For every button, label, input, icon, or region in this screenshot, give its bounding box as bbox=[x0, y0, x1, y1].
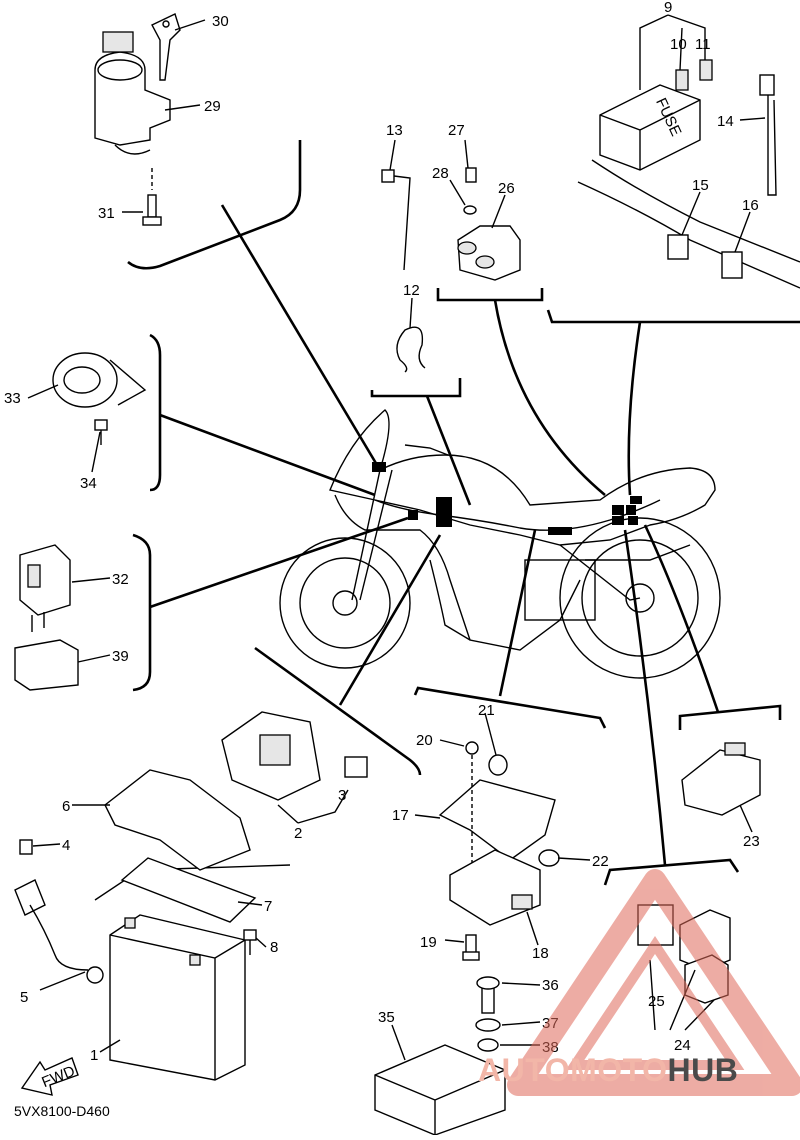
callout-36: 36 bbox=[542, 977, 559, 994]
callout-35: 35 bbox=[378, 1009, 395, 1026]
relay-mount-part bbox=[457, 167, 521, 281]
bolt-part-8 bbox=[243, 929, 257, 955]
callout-21: 21 bbox=[478, 702, 495, 719]
fwd-label: FWD bbox=[39, 1063, 77, 1092]
callout-14: 14 bbox=[717, 113, 734, 130]
relay-part-32 bbox=[19, 544, 71, 632]
callout-4: 4 bbox=[62, 837, 70, 854]
group-brackets bbox=[94, 140, 800, 901]
clip-part bbox=[396, 326, 426, 373]
callout-1: 1 bbox=[90, 1047, 98, 1064]
bolt-part-19 bbox=[462, 934, 480, 961]
callout-28: 28 bbox=[432, 165, 449, 182]
callout-16: 16 bbox=[742, 197, 759, 214]
callout-8: 8 bbox=[270, 939, 278, 956]
main-switch-part bbox=[94, 31, 171, 155]
battery-part bbox=[109, 914, 246, 1081]
ecu-part-18 bbox=[449, 849, 541, 926]
cdi-unit-part-35 bbox=[374, 1044, 506, 1136]
watermark-part1: AUTO bbox=[478, 1052, 571, 1088]
battery-lead-part bbox=[14, 839, 104, 984]
callout-5: 5 bbox=[20, 989, 28, 1006]
cover-part-39 bbox=[14, 639, 79, 691]
callout-26: 26 bbox=[498, 180, 515, 197]
callout-24: 24 bbox=[674, 1037, 691, 1054]
callout-39: 39 bbox=[112, 648, 129, 665]
callout-3: 3 bbox=[338, 787, 346, 804]
callout-2: 2 bbox=[294, 825, 302, 842]
callout-22: 22 bbox=[592, 853, 609, 870]
relay-unit-part bbox=[221, 711, 368, 801]
callout-27: 27 bbox=[448, 122, 465, 139]
callout-30: 30 bbox=[212, 13, 229, 30]
callout-12: 12 bbox=[403, 282, 420, 299]
callout-25: 25 bbox=[648, 993, 665, 1010]
callout-9: 9 bbox=[664, 0, 672, 16]
callout-19: 19 bbox=[420, 934, 437, 951]
watermark-part3: HUB bbox=[667, 1052, 739, 1088]
callout-33: 33 bbox=[4, 390, 21, 407]
callout-29: 29 bbox=[204, 98, 221, 115]
callout-17: 17 bbox=[392, 807, 409, 824]
fwd-arrow-icon: FWD bbox=[20, 1057, 79, 1096]
callout-34: 34 bbox=[80, 475, 97, 492]
motorcycle-outline bbox=[279, 409, 721, 679]
fuse-parts bbox=[675, 59, 713, 91]
callout-13: 13 bbox=[386, 122, 403, 139]
relay-part-23 bbox=[681, 742, 761, 816]
key-part bbox=[151, 13, 181, 81]
horn-part bbox=[52, 352, 147, 408]
watermark-text: AUTOMOTOHUB bbox=[478, 1052, 738, 1089]
band-part-14 bbox=[759, 74, 777, 196]
watermark-part2: MOTO bbox=[570, 1052, 668, 1088]
callout-11: 11 bbox=[695, 36, 711, 53]
callout-31: 31 bbox=[98, 205, 115, 222]
pad-part-7 bbox=[120, 857, 257, 923]
callout-leaders bbox=[27, 14, 766, 1061]
callout-32: 32 bbox=[112, 571, 129, 588]
fastener-parts-36-38 bbox=[475, 976, 501, 1052]
callout-18: 18 bbox=[532, 945, 549, 962]
fuse-box-part: FUSE bbox=[599, 84, 701, 171]
callout-7: 7 bbox=[264, 898, 272, 915]
callout-20: 20 bbox=[416, 732, 433, 749]
watermark-logo bbox=[507, 869, 800, 1096]
callout-15: 15 bbox=[692, 177, 709, 194]
callout-10: 10 bbox=[670, 36, 687, 53]
bolt-part-31 bbox=[142, 168, 162, 226]
pipe-clamp-parts bbox=[577, 159, 800, 289]
diagram-code: 5VX8100-D460 bbox=[14, 1103, 110, 1119]
cable-tie-part bbox=[381, 169, 411, 271]
callout-6: 6 bbox=[62, 798, 70, 815]
bolt-part-34 bbox=[94, 419, 108, 445]
callout-23: 23 bbox=[743, 833, 760, 850]
bracket-part-6 bbox=[104, 769, 251, 871]
